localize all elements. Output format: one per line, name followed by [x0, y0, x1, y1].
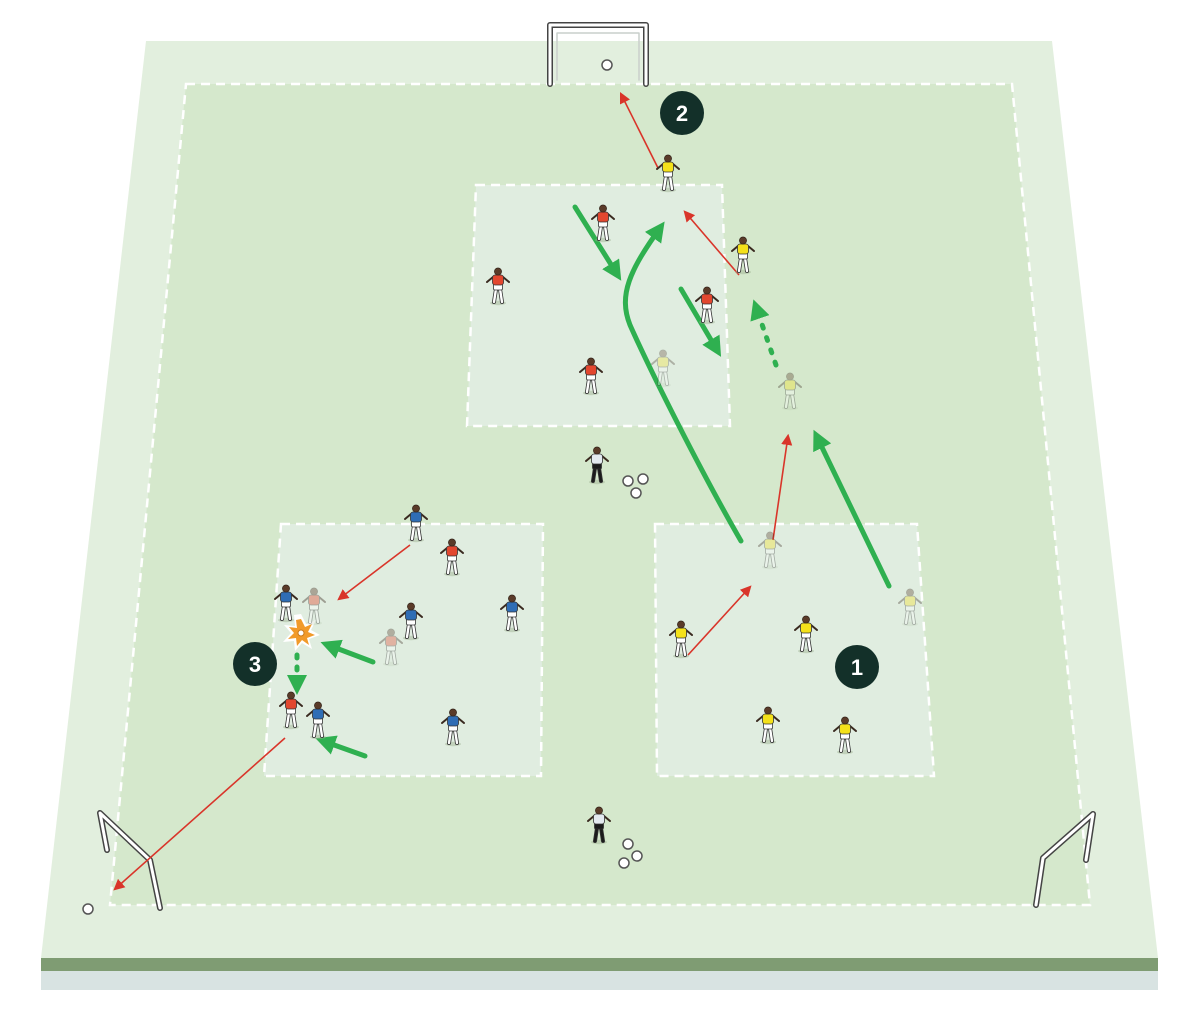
shot-arrow	[619, 91, 659, 169]
step-3-badge-label: 3	[249, 652, 261, 677]
step-1-badge: 1	[835, 645, 879, 689]
player-icon	[756, 706, 780, 745]
coach-icon	[585, 446, 609, 485]
run-arrow-dotted	[750, 299, 779, 368]
ball-icon	[601, 59, 613, 71]
grid-right	[653, 522, 936, 778]
player-icon	[379, 628, 403, 667]
playing-area-boundary	[108, 82, 1092, 907]
goal-icon	[1033, 811, 1096, 908]
run-arrow	[572, 204, 622, 281]
pass-arrow	[687, 585, 752, 656]
run-arrow	[813, 429, 892, 589]
player-icon	[794, 615, 818, 654]
goal-icon	[547, 22, 649, 87]
ball-pile-icon	[618, 838, 643, 869]
player-icon	[591, 204, 615, 243]
player-icon	[778, 372, 802, 411]
step-2-badge: 2	[660, 91, 704, 135]
grids	[262, 183, 936, 778]
player-icon	[500, 594, 524, 633]
pass-arrows	[113, 91, 793, 891]
pass-arrow	[683, 210, 740, 276]
player-icon	[306, 701, 330, 740]
player-icon	[898, 588, 922, 627]
player-icon	[441, 708, 465, 747]
run-arrow	[622, 221, 744, 544]
grid-left	[262, 522, 545, 778]
player-icon	[279, 691, 303, 730]
player-icon	[731, 236, 755, 275]
pass-arrow	[772, 433, 793, 541]
pitch	[41, 41, 1158, 990]
player-icon	[651, 349, 675, 388]
step-1-badge-label: 1	[851, 655, 863, 680]
player-icon	[399, 602, 423, 641]
player-icon	[440, 538, 464, 577]
player-icon	[486, 267, 510, 306]
ball-icon	[82, 903, 94, 915]
player-icon	[656, 154, 680, 193]
player-icon	[669, 620, 693, 659]
tackle-burst-icon	[283, 614, 320, 651]
ball-pile-icon	[622, 473, 649, 499]
pass-arrow	[337, 544, 411, 601]
pitch-base-edge	[41, 968, 1158, 990]
player-icon	[758, 531, 782, 570]
player-icon	[579, 357, 603, 396]
grid-top	[465, 183, 732, 428]
step-2-badge-label: 2	[676, 101, 688, 126]
pitch-edge	[41, 958, 1158, 971]
run-arrow	[320, 639, 376, 665]
run-arrow	[315, 735, 368, 759]
player-icon	[695, 286, 719, 325]
player-icon	[404, 504, 428, 543]
player-icon	[833, 716, 857, 755]
shot-arrow	[113, 737, 286, 891]
run-arrows	[287, 204, 892, 759]
player-icon	[274, 584, 298, 623]
step-3-badge: 3	[233, 642, 277, 686]
goal-icon	[97, 810, 163, 911]
players	[274, 154, 922, 845]
player-icon	[302, 587, 326, 626]
coach-icon	[587, 806, 611, 845]
run-arrow	[678, 286, 722, 357]
